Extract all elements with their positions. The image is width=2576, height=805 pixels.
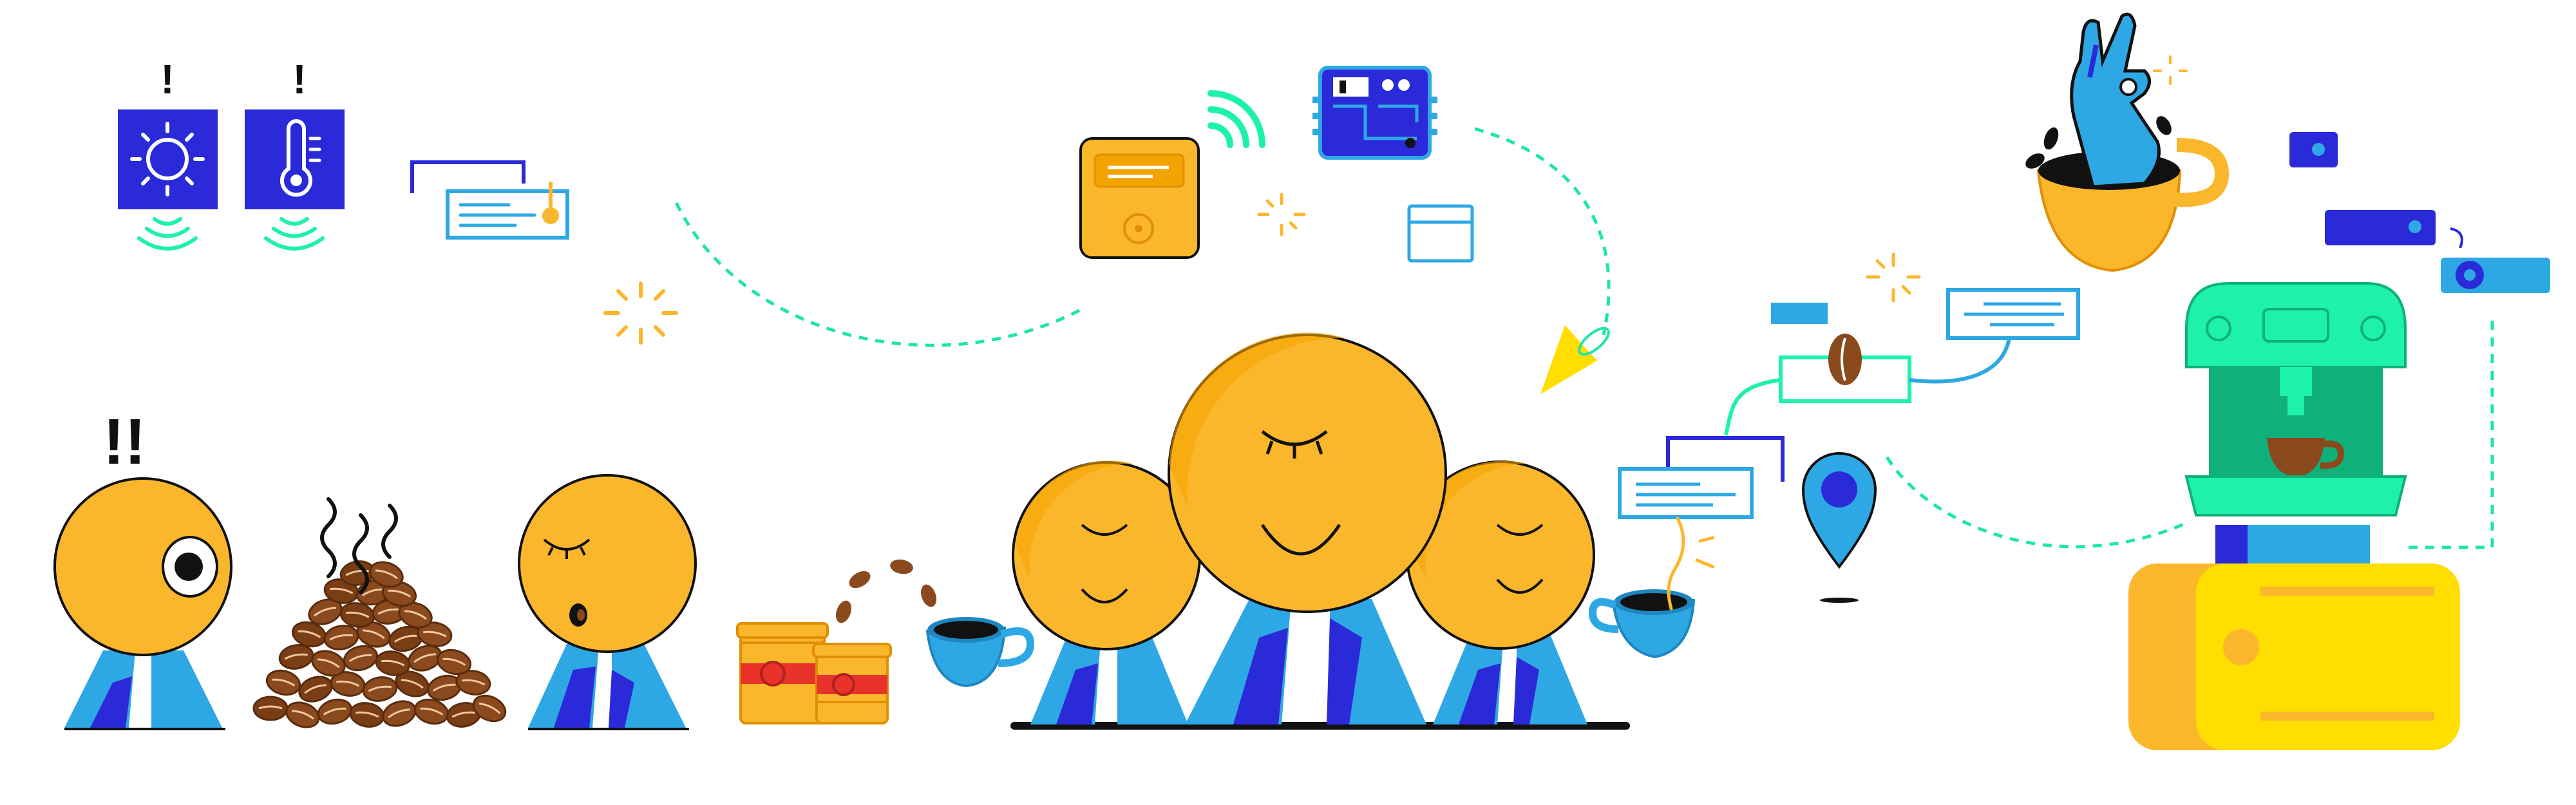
coffee-bean-crease [298, 630, 321, 638]
coffee-bean-crease [413, 653, 436, 663]
coffee-bean-crease [284, 653, 308, 660]
browser-window-icon [1407, 204, 1474, 263]
coffee-bean-icon [417, 621, 453, 647]
coffee-bean-icon [382, 700, 417, 727]
sparkle-icon [2153, 55, 2188, 85]
coffee-bean-crease [451, 711, 475, 718]
location-pin-icon [1801, 452, 1877, 603]
coffee-bean-crease [462, 679, 486, 686]
message-flow [1618, 288, 2080, 519]
smart-speaker-device [1079, 137, 1200, 259]
coffee-bean-icon [472, 694, 507, 723]
coffee-bean-crease [388, 589, 412, 598]
coffee-bean-crease [393, 634, 417, 643]
coffee-bean-icon [252, 696, 289, 721]
coffee-jars [736, 622, 892, 724]
coffee-bean-crease [336, 680, 360, 687]
coffee-bean-icon [381, 580, 417, 607]
coffee-bean-icon [343, 645, 379, 672]
ok-hand-icon [2025, 12, 2230, 272]
circuit-board-icon [1312, 66, 1437, 160]
coffee-bean-crease [314, 607, 336, 617]
coffee-bean-crease [330, 587, 354, 594]
coffee-bean-crease [348, 654, 372, 662]
coffee-bean-crease [423, 630, 447, 638]
sparkle-icon [1667, 516, 1715, 611]
coffee-bean-crease [355, 711, 379, 718]
coffee-bean-icon [285, 701, 320, 728]
coffee-bean-crease [292, 710, 314, 720]
surprised-character: !! [53, 406, 232, 730]
coffee-bean-crease [478, 702, 501, 714]
coffee-bean-crease [381, 659, 405, 667]
thermometer-sensor-icon: ! [245, 56, 345, 251]
coffee-bean-crease [317, 658, 340, 668]
wifi-signal-icon [1208, 90, 1265, 148]
coffee-cup-icon [1588, 589, 1696, 659]
play-triangle-icon [1540, 325, 1610, 394]
coffee-bean-crease [304, 684, 327, 694]
coffee-bean-icon [375, 650, 411, 676]
coffee-bean-crease [442, 658, 466, 666]
coffee-bean-crease [258, 705, 283, 710]
coffee-bean-icon [398, 601, 433, 629]
coffee-bean-icon [349, 702, 385, 728]
coffee-bean-icon [265, 669, 301, 696]
coffee-bean-icon [436, 649, 472, 676]
coffee-bean-crease [404, 610, 427, 620]
coffee-bean-icon [362, 676, 398, 702]
coffee-bean-icon [308, 598, 343, 625]
coffee-bean-crease [346, 611, 370, 618]
coffee-bean-icon [455, 670, 491, 696]
coffee-bean-crease [420, 707, 444, 715]
dashed-connectors [674, 127, 2494, 549]
flying-coffee-beans [835, 559, 937, 623]
happy-characters-group [1010, 332, 1630, 730]
coffee-bean-crease [329, 634, 353, 641]
coffee-bean-crease [368, 685, 392, 692]
espresso-machine-icon [2128, 282, 2460, 750]
sparkle-icon [1866, 252, 1921, 303]
coffee-bean-pile [252, 560, 507, 728]
message-card-icon [410, 160, 569, 240]
sun-sensor-icon: ! [118, 56, 218, 251]
coffee-bean-icon [317, 698, 353, 725]
sparkle-icon [603, 281, 678, 345]
alert-mark: ! [292, 56, 306, 102]
sleepy-character [518, 474, 697, 730]
coffee-bean-crease [401, 679, 424, 689]
coffee-bean-crease [375, 569, 398, 580]
coffee-bean-icon [311, 650, 346, 677]
sparkle-icon [1257, 193, 1306, 236]
coffee-bean-icon [369, 561, 404, 588]
coffee-bean-icon [278, 644, 314, 670]
coffee-cup-icon [925, 617, 1035, 688]
coffee-bean-crease [388, 708, 410, 719]
steam-icon [320, 497, 398, 594]
alert-mark: ! [160, 56, 174, 102]
coffee-bean-crease [323, 707, 346, 715]
coffee-bean-icon [413, 698, 450, 725]
coffee-bean-crease [272, 678, 296, 687]
coffee-bean-crease [345, 569, 369, 576]
coffee-bean-crease [432, 683, 456, 692]
coffee-bean-crease [363, 629, 385, 639]
status-chips [2289, 132, 2550, 293]
alert-marks: !! [103, 406, 146, 478]
